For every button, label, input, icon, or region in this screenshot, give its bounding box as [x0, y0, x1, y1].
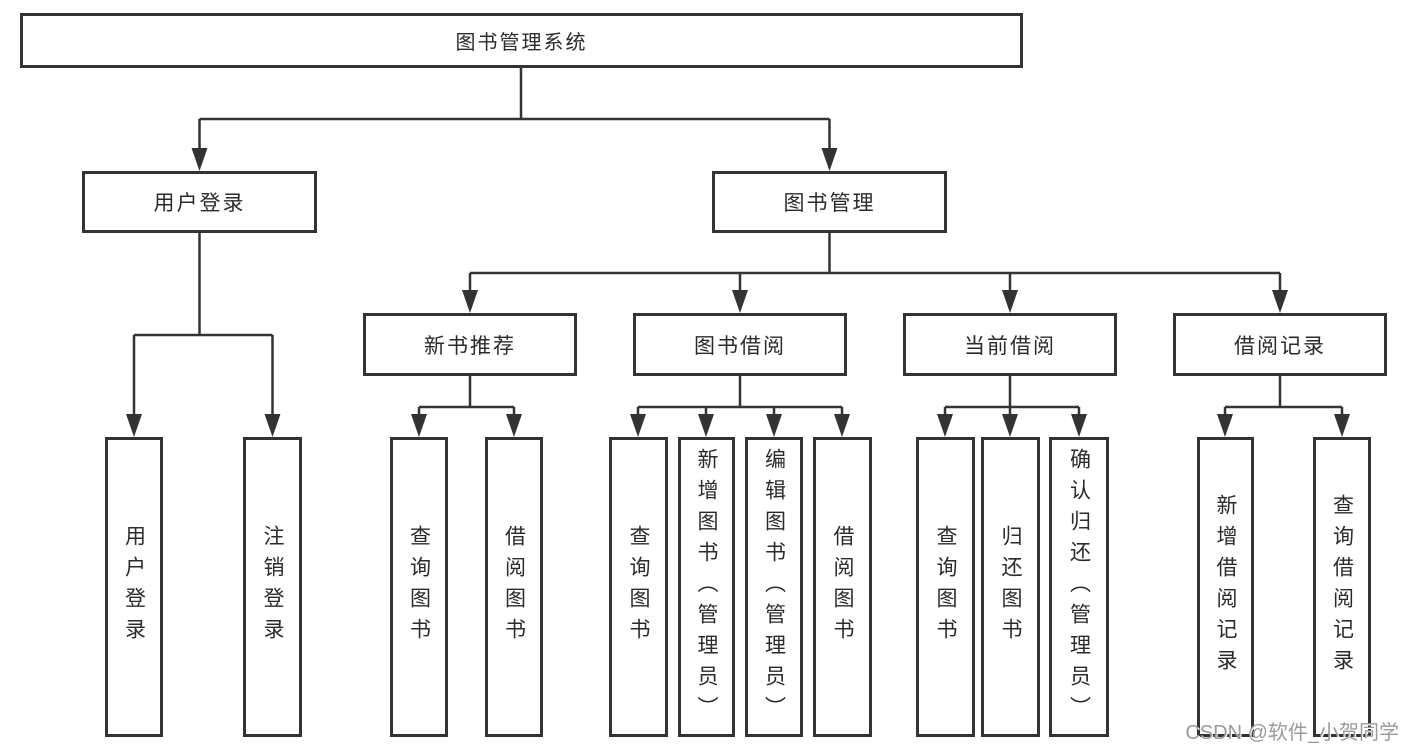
- leaf-query-borrow-record-label: 查询借阅记录: [1330, 494, 1354, 680]
- node-root: 图书管理系统: [20, 13, 1023, 68]
- connector-root-to-level2: [198, 68, 831, 152]
- leaf-return-books: 归还图书: [981, 437, 1040, 737]
- node-user-login-label: 用户登录: [153, 192, 246, 215]
- leaf-add-books-admin-label: 新增图书（管理员）: [695, 447, 719, 727]
- leaf-user-login: 用户登录: [105, 437, 163, 737]
- leaf-borrow-books-recommend: 借阅图书: [485, 437, 543, 737]
- connector-borrow-records-to-leaves: [1223, 376, 1344, 418]
- leaf-borrow-books: 借阅图书: [813, 437, 872, 737]
- leaf-query-borrow-record: 查询借阅记录: [1313, 437, 1371, 737]
- leaf-query-books-current-label: 查询图书: [934, 525, 958, 649]
- node-book-borrow-label: 图书借阅: [694, 334, 786, 358]
- arrowheads: [126, 148, 1350, 437]
- leaf-add-borrow-record-label: 新增借阅记录: [1214, 494, 1238, 680]
- leaf-borrow-books-label: 借阅图书: [831, 525, 855, 649]
- node-new-book-recommend: 新书推荐: [363, 313, 577, 376]
- leaf-add-borrow-record: 新增借阅记录: [1197, 437, 1254, 737]
- node-current-borrow-label: 当前借阅: [964, 334, 1056, 358]
- node-book-management-label: 图书管理: [783, 192, 876, 215]
- leaf-query-books-recommend: 查询图书: [390, 437, 448, 737]
- node-book-management: 图书管理: [712, 171, 947, 233]
- leaf-confirm-return-admin: 确认归还（管理员）: [1049, 437, 1109, 737]
- node-borrow-records: 借阅记录: [1173, 313, 1387, 376]
- leaf-logout: 注销登录: [243, 437, 302, 737]
- leaf-user-login-label: 用户登录: [122, 525, 146, 649]
- watermark: CSDN @软件_小贺同学: [1185, 722, 1399, 744]
- node-new-book-recommend-label: 新书推荐: [424, 334, 516, 358]
- leaf-edit-books-admin: 编辑图书（管理员）: [745, 437, 803, 737]
- leaf-borrow-books-recommend-label: 借阅图书: [502, 525, 526, 649]
- leaf-return-books-label: 归还图书: [999, 525, 1023, 649]
- node-borrow-records-label: 借阅记录: [1234, 334, 1326, 358]
- leaf-query-books-borrow-label: 查询图书: [627, 525, 651, 649]
- leaf-confirm-return-admin-label: 确认归还（管理员）: [1067, 447, 1091, 727]
- leaf-query-books-recommend-label: 查询图书: [407, 525, 431, 649]
- node-root-label: 图书管理系统: [455, 32, 588, 54]
- leaf-query-books-borrow: 查询图书: [609, 437, 668, 737]
- connector-book-borrow-to-leaves: [636, 376, 844, 418]
- node-book-borrow: 图书借阅: [633, 313, 847, 376]
- connector-user-login-to-leaves: [132, 233, 274, 418]
- connector-current-borrow-to-leaves: [943, 376, 1081, 418]
- leaf-add-books-admin: 新增图书（管理员）: [678, 437, 735, 737]
- leaf-logout-label: 注销登录: [261, 525, 285, 649]
- node-current-borrow: 当前借阅: [903, 313, 1117, 376]
- connector-book-management-to-level3: [468, 233, 1282, 294]
- leaf-query-books-current: 查询图书: [916, 437, 975, 737]
- leaf-edit-books-admin-label: 编辑图书（管理员）: [762, 447, 786, 727]
- connector-new-book-recommend-to-leaves: [417, 376, 516, 418]
- node-user-login: 用户登录: [82, 171, 317, 233]
